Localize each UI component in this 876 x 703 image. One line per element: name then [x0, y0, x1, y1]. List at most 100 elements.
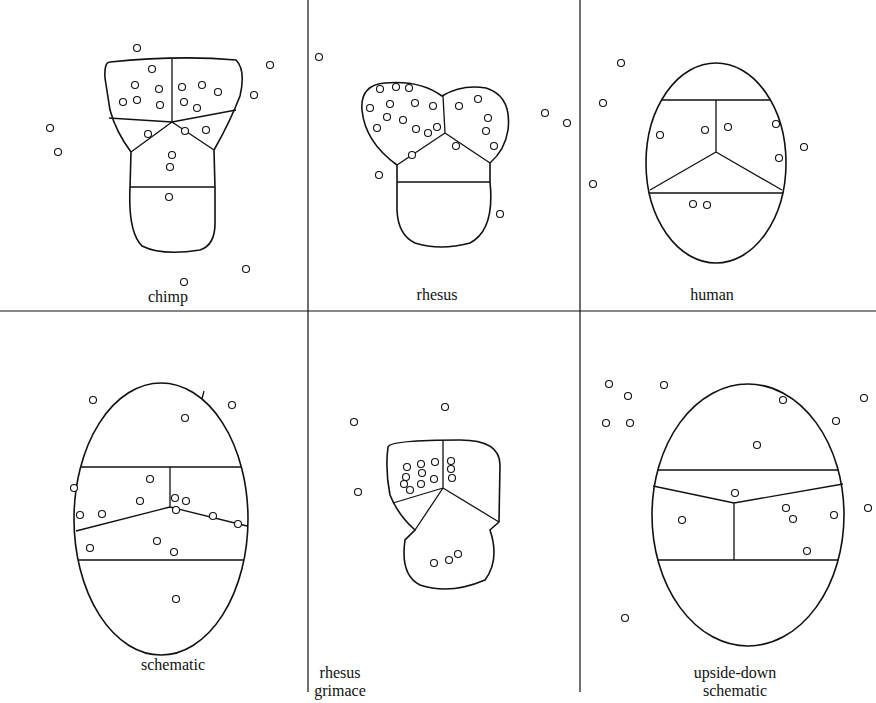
fixation-dot	[243, 266, 250, 273]
rhesus-face	[362, 83, 509, 247]
fixation-dot	[406, 85, 413, 92]
fixation-dot	[400, 117, 407, 124]
fixation-dot	[449, 475, 456, 482]
fixation-dot	[430, 103, 437, 110]
fixation-dot	[485, 115, 492, 122]
fixation-dot	[483, 128, 490, 135]
fixation-dot	[215, 89, 222, 96]
fixation-dot	[725, 124, 732, 131]
fixation-dot	[564, 120, 571, 127]
fixation-dot	[448, 466, 455, 473]
fixation-dot	[235, 521, 242, 528]
fixation-dot	[831, 512, 838, 519]
fixation-dot	[55, 149, 62, 156]
fixation-dots	[47, 45, 274, 286]
fixation-dot	[625, 393, 632, 400]
fixation-dot	[376, 172, 383, 179]
fixation-dot	[475, 96, 482, 103]
fixation-dot	[491, 143, 498, 150]
fixation-dot	[172, 495, 179, 502]
fixation-dot	[316, 54, 323, 61]
fixation-dot	[145, 131, 152, 138]
region-line	[397, 96, 490, 182]
fixation-dot	[418, 461, 425, 468]
panel-label: upside-down schematic	[687, 664, 783, 700]
fixation-dot	[455, 551, 462, 558]
fixation-dot	[409, 152, 416, 159]
face-outline	[74, 383, 248, 655]
fixation-dot	[387, 101, 394, 108]
fixation-dot	[179, 84, 186, 91]
fixation-dot	[773, 121, 780, 128]
fixation-dot	[456, 103, 463, 110]
fixation-dot	[618, 60, 625, 67]
region-line	[393, 440, 499, 530]
fixation-dot	[754, 442, 761, 449]
upside-down-schematic-face	[652, 384, 844, 646]
fixation-dot	[194, 105, 201, 112]
face-outline	[387, 440, 500, 589]
divider-line	[307, 311, 308, 692]
fixation-dot	[661, 382, 668, 389]
fixation-dot	[590, 181, 597, 188]
fixation-dot	[419, 470, 426, 477]
fixation-dot	[157, 102, 164, 109]
fixation-dot	[87, 545, 94, 552]
fixation-dot	[90, 397, 97, 404]
fixation-dot	[355, 489, 362, 496]
fixation-dot	[732, 490, 739, 497]
fixation-dot	[149, 66, 156, 73]
divider-line	[0, 310, 876, 311]
schematic-face	[74, 383, 248, 655]
fixation-dot	[790, 516, 797, 523]
tick-mark	[202, 391, 204, 399]
face-outline	[362, 83, 509, 247]
fixation-dot	[71, 485, 78, 492]
fixation-dot	[132, 82, 139, 89]
face-outline	[646, 63, 786, 263]
fixation-dot	[401, 481, 408, 488]
fixation-dot	[453, 143, 460, 150]
fixation-dot	[173, 507, 180, 514]
fixation-dot	[171, 549, 178, 556]
divider-line	[579, 0, 580, 311]
fixation-dot	[181, 99, 188, 106]
fixation-dot	[393, 84, 400, 91]
fixation-dot	[173, 596, 180, 603]
fixation-dot	[120, 99, 127, 106]
fixation-dot	[804, 548, 811, 555]
region-line	[649, 100, 783, 193]
fixation-dot	[351, 419, 358, 426]
fixation-dot	[418, 481, 425, 488]
fixation-dot	[156, 86, 163, 93]
fixation-dot	[384, 114, 391, 121]
fixation-dot	[622, 615, 629, 622]
fixation-dot	[606, 381, 613, 388]
fixation-dot	[203, 127, 210, 134]
fixation-dot	[542, 110, 549, 117]
fixation-dot	[166, 194, 173, 201]
fixation-dot	[367, 105, 374, 112]
fixation-dot	[431, 476, 438, 483]
fixation-dot	[690, 201, 697, 208]
fixation-dot	[199, 82, 206, 89]
fixation-dot	[702, 127, 709, 134]
panel-label: chimp	[108, 288, 228, 306]
region-line	[76, 467, 247, 560]
fixation-dot	[137, 498, 144, 505]
panel-label: schematic	[103, 656, 243, 674]
fixation-dot	[413, 126, 420, 133]
fixation-dot	[448, 458, 455, 465]
fixation-dot	[374, 125, 381, 132]
fixation-dot	[833, 418, 840, 425]
fixation-dot	[134, 97, 141, 104]
fixation-dots	[603, 381, 872, 622]
fixation-dot	[182, 128, 189, 135]
fixation-dot	[603, 420, 610, 427]
fixation-dot	[446, 557, 453, 564]
fixation-dot	[407, 487, 414, 494]
face-outline	[105, 58, 242, 252]
